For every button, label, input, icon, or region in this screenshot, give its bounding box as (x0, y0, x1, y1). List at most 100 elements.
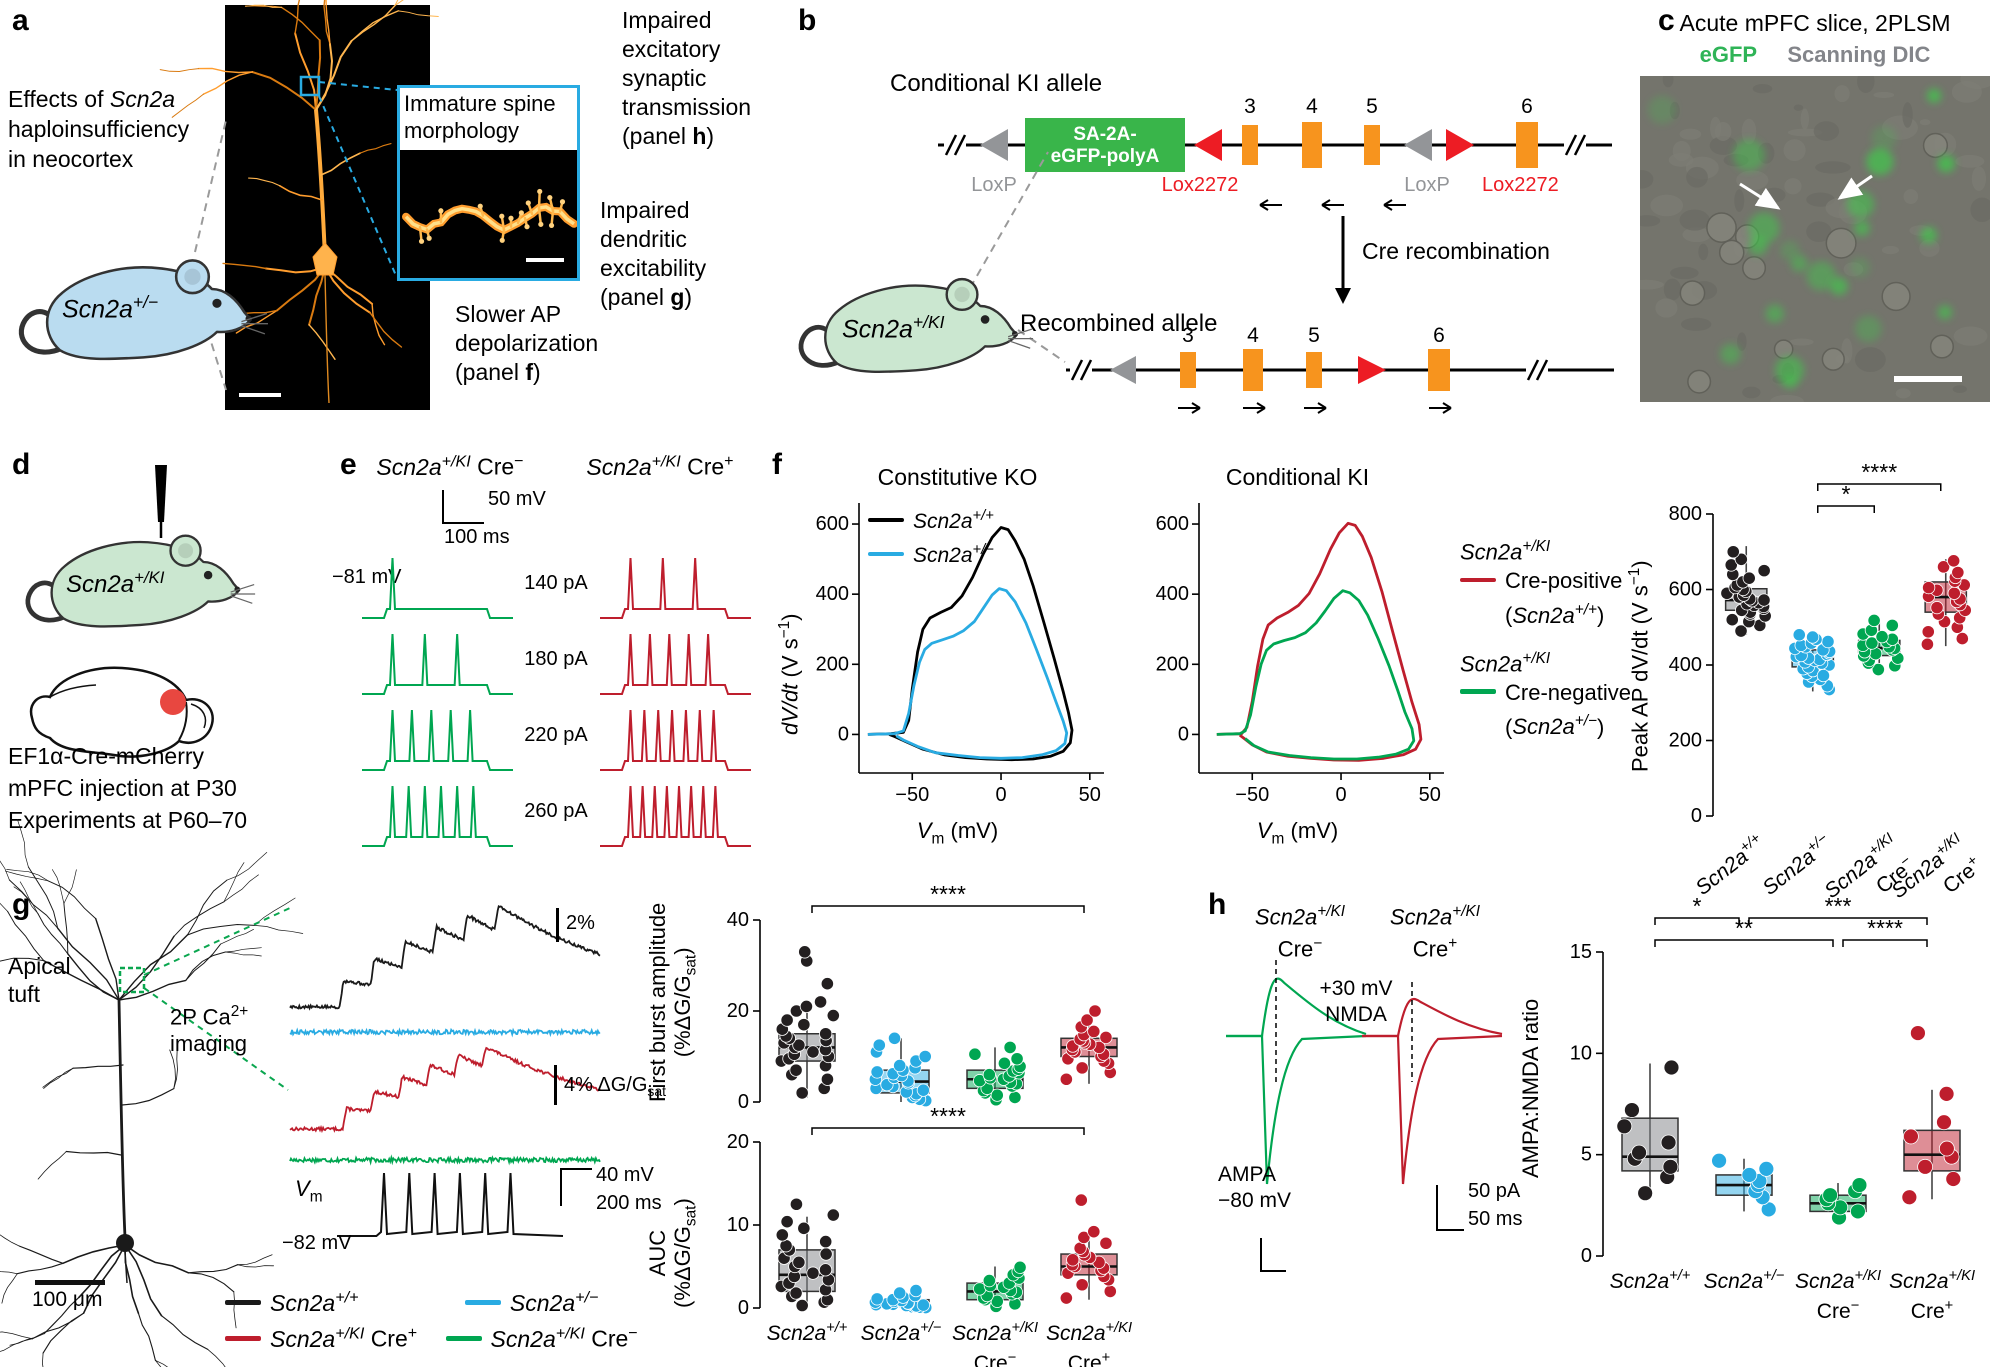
current-step-label: 180 pA (524, 648, 588, 670)
loxp-triangle (1110, 356, 1136, 384)
panel-c: c Acute mPFC slice, 2PLSM eGFP Scanning … (1630, 0, 2000, 440)
vm-spike-trace (337, 1172, 564, 1237)
svg-text:200: 200 (1669, 730, 1702, 752)
scalebar-h-pa: 50 pA (1468, 1180, 1521, 1202)
svg-text:400: 400 (1669, 654, 1702, 676)
svg-text:0: 0 (1691, 805, 1702, 827)
spine-inset-caption: Immature spine morphology (404, 91, 556, 143)
svg-text:600: 600 (816, 513, 849, 535)
scalebar-h-ms: 50 ms (1468, 1208, 1523, 1230)
annotation-synaptic: Impaired excitatory synaptic transmissio… (622, 7, 752, 149)
panel-c-label: c (1658, 4, 1675, 37)
exon6-number: 6 (1521, 95, 1533, 118)
panel-a-label: a (12, 4, 29, 37)
brain-outline (29, 666, 214, 758)
loxp-label-left: LoxP (971, 174, 1017, 196)
conditional-allele-diagram: SA-2A- eGFP-polyA 3 4 5 6 LoxP Lox2272 L… (938, 95, 1612, 211)
ca-trace-creneg (289, 1154, 601, 1166)
ampa-label: AMPA −80 mV (1218, 1163, 1291, 1212)
exon4-box (1302, 122, 1322, 168)
lox2272-label-right: Lox2272 (1482, 174, 1559, 196)
phase-legend-conditional: Scn2a+/KI Cre-positive (Scn2a+/+) Scn2a+… (1460, 538, 1631, 740)
svg-text:5: 5 (1581, 1144, 1592, 1166)
phase-ylabel: dV/dt (V s−1) (776, 613, 803, 736)
svg-text:0: 0 (738, 1297, 749, 1319)
vm-label: Vm (295, 1176, 323, 1206)
cassette-label-2: eGFP-polyA (1051, 146, 1160, 167)
primer-arrows-right (1178, 402, 1452, 414)
scalebar-vm (560, 1168, 592, 1206)
panel-e-label: e (340, 448, 357, 481)
cassette-box (1025, 118, 1185, 172)
svg-text:400: 400 (1156, 583, 1189, 605)
cortex-line (49, 684, 97, 698)
cre-recombination-label: Cre recombination (1362, 238, 1550, 264)
trace-crepos-220pA (600, 709, 751, 771)
svg-text:0: 0 (838, 723, 849, 745)
epsc-traces-creneg (1226, 960, 1367, 1185)
resting-potential-e: −81 mV (332, 566, 402, 588)
svg-text:0: 0 (1335, 784, 1346, 806)
scalebar-100um (35, 1280, 105, 1285)
svg-text:*: * (1842, 481, 1851, 507)
first-burst-ylabel: First burst amplitude (%ΔG/Gsat) (645, 902, 700, 1102)
scalebar-2pct-bar (556, 908, 559, 942)
exon5-number: 5 (1308, 324, 1320, 347)
trace-creneg-180pA (362, 633, 513, 695)
phase-xlabel: Vm (mV) (1256, 818, 1339, 848)
loxp-triangle-left (980, 129, 1008, 161)
panel-b-label: b (798, 4, 817, 37)
cerebellum-fold (190, 703, 207, 729)
ca-trace-crepos (289, 1046, 601, 1134)
exon3-box (1180, 352, 1196, 388)
svg-text:−50: −50 (1235, 784, 1269, 806)
exon5-number: 5 (1366, 95, 1378, 118)
exon3-number: 3 (1182, 324, 1194, 347)
svg-text:20: 20 (727, 1000, 749, 1022)
peak-dvdt-ylabel: Peak AP dV/dt (V s−1) (1626, 560, 1653, 772)
svg-text:****: **** (1867, 915, 1903, 941)
category-label-wt: Scn2a+/+ (1609, 1268, 1691, 1293)
egfp-channel-label: eGFP (1699, 42, 1758, 67)
scalebar-4pct-bar (554, 1065, 557, 1105)
exon3-box (1242, 125, 1258, 165)
svg-text:600: 600 (1669, 579, 1702, 601)
panel-g: g Apical tuft 100 μm 2P Ca2+ imaging 2% … (0, 818, 1200, 1367)
svg-text:200: 200 (1156, 653, 1189, 675)
ca-trace-wt (289, 904, 601, 1011)
svg-text:****: **** (930, 1103, 966, 1129)
panel-b: b Conditional KI allele SA-2A- eGFP-poly… (790, 0, 1630, 440)
panel-a-description: Effects of Scn2a haploinsufficiency in n… (8, 86, 190, 172)
svg-text:0: 0 (738, 1091, 749, 1113)
panel-e: e Scn2a+/KI Cre− Scn2a+/KI Cre+ 50 mV 10… (330, 440, 760, 880)
exon4-number: 4 (1247, 324, 1259, 347)
exon4-box (1243, 349, 1263, 391)
slice-micrograph (1640, 76, 1990, 402)
exon3-number: 3 (1244, 95, 1256, 118)
svg-text:****: **** (930, 881, 966, 907)
header-ki-crepos: Scn2a+/KI Cre+ (1389, 903, 1481, 962)
svg-text:15: 15 (1570, 941, 1592, 963)
svg-text:200: 200 (816, 653, 849, 675)
recombined-allele-diagram: 3 4 5 6 (1066, 324, 1614, 414)
panel-g-legend-row1: Scn2a+/+ Scn2a+/− (225, 1288, 598, 1317)
dendrite-image (400, 150, 577, 278)
slice-title: Acute mPFC slice, 2PLSM (1679, 10, 1951, 36)
injection-site-dot (160, 689, 186, 715)
scalebar-4pct-label: 4% ΔG/Gsat (564, 1074, 667, 1099)
svg-text:0: 0 (1178, 723, 1189, 745)
panel-d-label: d (12, 448, 31, 481)
lox2272-triangle-right (1446, 129, 1474, 161)
trace-creneg-220pA (362, 709, 513, 771)
cerebellum-border (178, 701, 188, 741)
svg-text:0: 0 (1581, 1245, 1592, 1267)
trace-creneg-260pA (362, 785, 513, 847)
exon6-number: 6 (1433, 324, 1445, 347)
